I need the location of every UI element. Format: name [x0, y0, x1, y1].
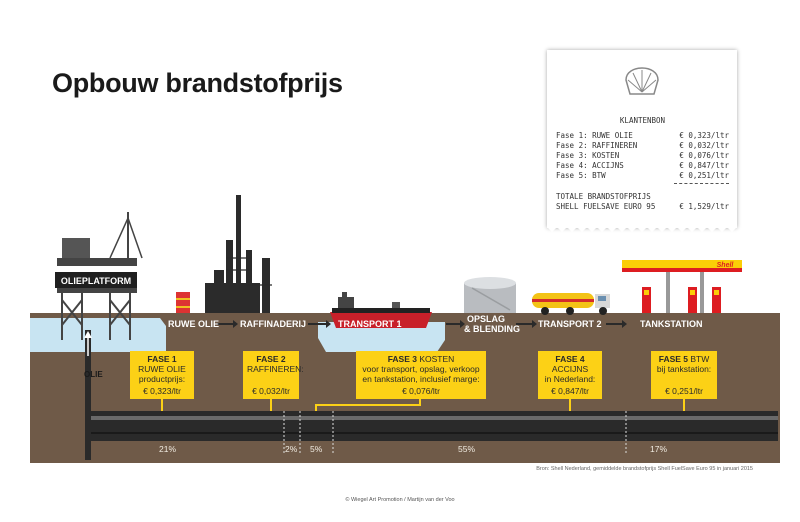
receipt-total-line: SHELL FUELSAVE EURO 95€ 1,529/ltr — [556, 202, 729, 211]
platform-label: OLIEPLATFORM — [61, 276, 131, 286]
phase-3-desc-1: voor transport, opslag, verkoop — [362, 364, 480, 374]
refinery — [205, 195, 270, 313]
phase-1-title: FASE 1 — [147, 354, 177, 364]
arrow-right-icon — [532, 320, 537, 328]
phase-3-price: € 0,076/ltr — [402, 386, 440, 396]
stage-ruwe-olie: RUWE OLIE — [168, 319, 219, 329]
oil-riser — [85, 330, 91, 460]
storage-tank — [464, 277, 516, 313]
receipt-line-4: Fase 4: ACCIJNS€ 0,847/ltr — [556, 161, 729, 170]
stage-blending: & BLENDING — [464, 324, 520, 334]
phase-5-price: € 0,251/ltr — [665, 386, 703, 396]
phase-2-title: FASE 2 — [256, 354, 286, 364]
platform-sign — [55, 272, 137, 288]
shell-sign-text: Shell — [717, 262, 735, 269]
receipt-line-3: Fase 3: KOSTEN€ 0,076/ltr — [556, 151, 729, 160]
phase-4-name: ACCIJNS — [551, 364, 589, 374]
arrow-right-icon — [622, 320, 627, 328]
tanker-truck — [532, 293, 610, 315]
arrow-up-icon — [84, 331, 92, 338]
receipt: KLANTENBON Fase 1: RUWE OLIE€ 0,323/ltr … — [547, 50, 737, 232]
phase-4-desc: in Nederland: — [544, 374, 596, 384]
phase-1-box: FASE 1 RUWE OLIE productprijs: € 0,323/l… — [130, 351, 194, 399]
percentage-phase-1: 21% — [159, 444, 177, 454]
receipt-line-2: Fase 2: RAFFINEREN€ 0,032/ltr — [556, 141, 729, 150]
phase-3-box: FASE 3 KOSTEN voor transport, opslag, ve… — [356, 351, 486, 399]
phase-3-desc-2: en tankstation, inclusief marge: — [362, 374, 480, 384]
percentage-phase-3: 5% — [310, 444, 323, 454]
receipt-torn-edge — [547, 227, 737, 232]
sea-harbour — [318, 322, 445, 352]
phase-1-price: € 0,323/ltr — [143, 386, 181, 396]
sea-left — [30, 318, 166, 352]
credit-note: © Wiegel Art Promotion / Martijn van der… — [345, 497, 455, 503]
phase-4-title: FASE 4 — [555, 354, 585, 364]
receipt-line-1: Fase 1: RUWE OLIE€ 0,323/ltr — [556, 131, 729, 140]
phase-5-box: FASE 5 BTW bij tankstation: € 0,251/ltr — [651, 351, 717, 399]
phase-5-desc: bij tankstation: — [656, 364, 712, 374]
phase-2-price: € 0,032/ltr — [252, 386, 290, 396]
phase-3-name: KOSTEN — [419, 354, 455, 364]
source-note: Bron: Shell Nederland, gemiddelde brands… — [536, 466, 753, 472]
stage-opslag: OPSLAG — [467, 314, 506, 324]
phase-5-name: BTW — [690, 354, 710, 364]
arrow-right-icon — [233, 320, 238, 328]
phase-1-name: RUWE OLIE — [138, 364, 186, 374]
pipeline — [90, 411, 778, 441]
arrow-right-icon — [326, 320, 331, 328]
phase-2-desc: RAFFINEREN: — [247, 364, 304, 374]
phase-2-box: FASE 2 RAFFINEREN: € 0,032/ltr — [243, 351, 304, 399]
percentage-phase-4: 55% — [458, 444, 476, 454]
receipt-line-5: Fase 5: BTW€ 0,251/ltr — [556, 171, 729, 180]
receipt-total-label: TOTALE BRANDSTOFPRIJS — [556, 192, 651, 201]
oil-platform — [57, 212, 143, 340]
oil-barrel — [176, 292, 190, 313]
tanker-ship — [330, 292, 432, 328]
shell-logo-icon — [625, 67, 659, 95]
arrow-right-icon — [460, 320, 465, 328]
stage-transport-2: TRANSPORT 2 — [538, 319, 602, 329]
phase-connectors — [161, 399, 685, 411]
oil-label: OLIE — [84, 370, 103, 379]
receipt-sum-line — [674, 183, 729, 184]
stage-tankstation: TANKSTATION — [640, 319, 703, 329]
receipt-header: KLANTENBON — [619, 116, 666, 125]
page-title: Opbouw brandstofprijs — [52, 68, 343, 98]
gas-station — [622, 260, 742, 313]
percentage-phase-5: 17% — [650, 444, 668, 454]
percentage-phase-2: 2% — [285, 444, 298, 454]
stage-raffinaderij: RAFFINADERIJ — [240, 319, 307, 329]
phase-3-title: FASE 3 — [387, 354, 417, 364]
phase-5-title: FASE 5 — [658, 354, 689, 364]
phase-4-box: FASE 4 ACCIJNS in Nederland: € 0,847/ltr — [538, 351, 602, 399]
phase-1-desc: productprijs: — [138, 374, 186, 384]
phase-4-price: € 0,847/ltr — [551, 386, 589, 396]
stage-transport-1: TRANSPORT 1 — [338, 319, 402, 329]
